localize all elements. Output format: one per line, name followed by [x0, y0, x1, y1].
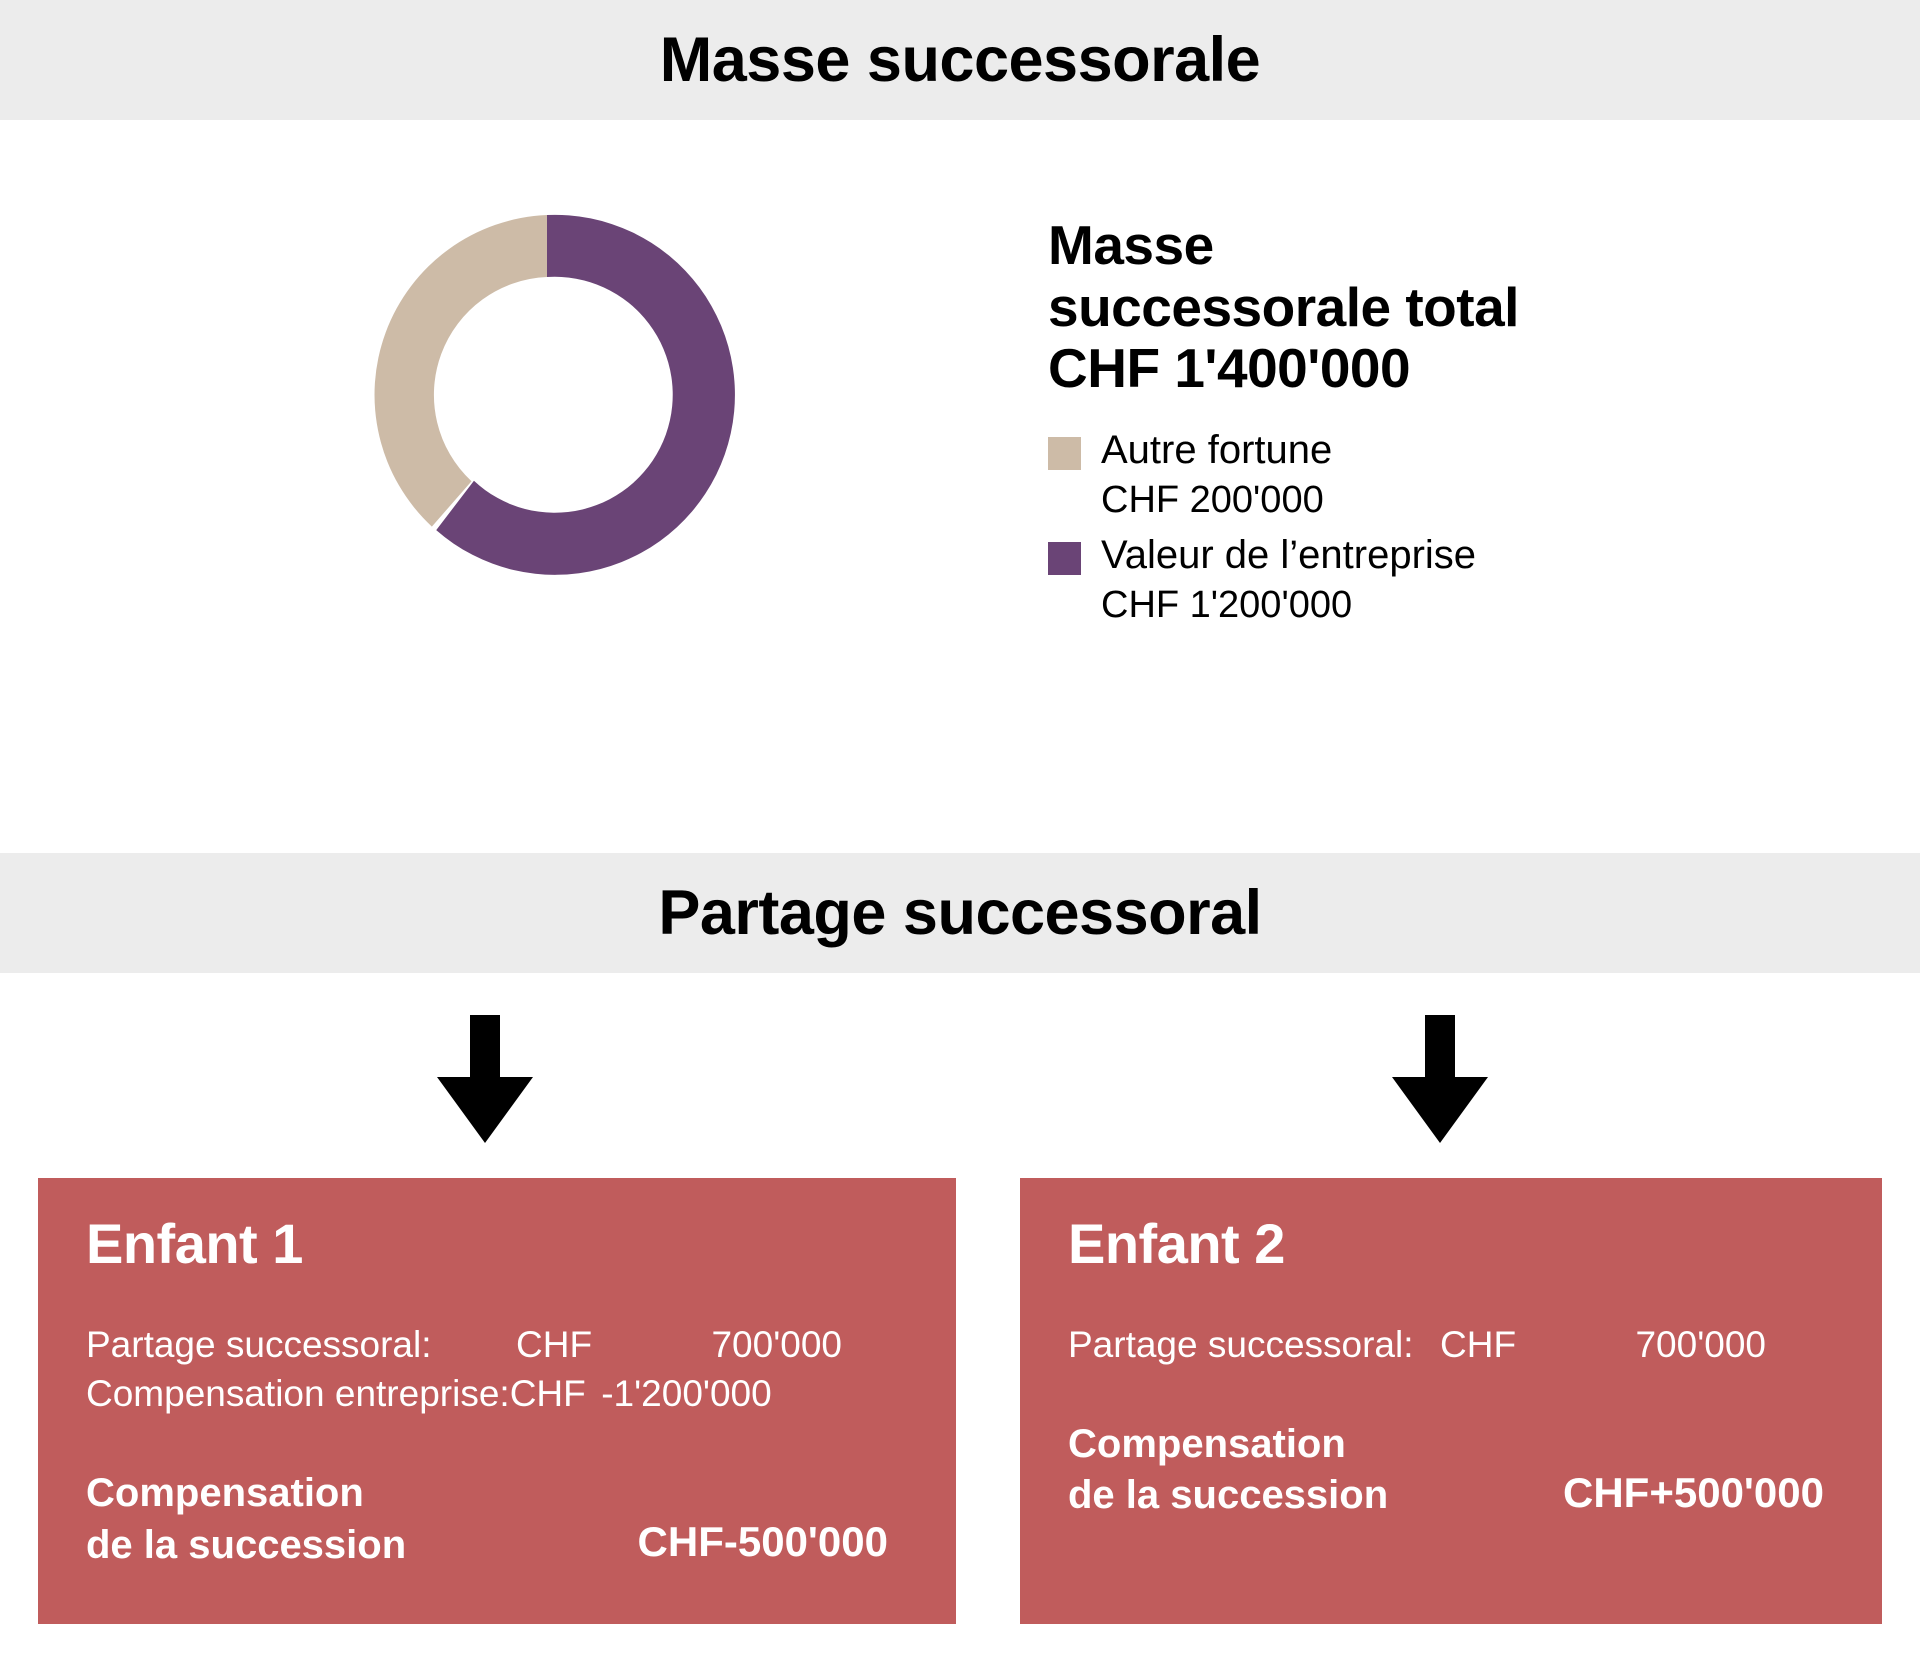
- legend-item-autre-fortune: Autre fortune CHF 200'000: [1048, 425, 1808, 525]
- legend-label-autre-fortune: Autre fortune: [1101, 427, 1333, 472]
- card-enfant-2-details: Partage successoral: CHF 700'000: [1068, 1320, 1838, 1369]
- card-enfant-2-row-partage-currency: CHF: [1440, 1324, 1517, 1365]
- card-enfant-2-total: Compensation de la succession CHF+500'00…: [1068, 1419, 1838, 1521]
- card-enfant-1-total-amount: CHF-500'000: [637, 1518, 888, 1566]
- card-enfant-2-row-partage-label: Partage successoral:: [1068, 1324, 1414, 1365]
- card-enfant-2-title: Enfant 2: [1068, 1212, 1285, 1275]
- card-enfant-2-total-label: Compensation de la succession: [1068, 1422, 1389, 1518]
- donut-chart-svg: [374, 214, 735, 575]
- card-enfant-2-row-partage: Partage successoral: CHF 700'000: [1068, 1320, 1838, 1369]
- arrow-down-icon-enfant-1-svg: [437, 1015, 533, 1143]
- legend-swatch-autre-fortune-icon: [1048, 436, 1081, 470]
- card-enfant-1-row-compensation-entreprise-value: -1'200'000: [601, 1373, 772, 1415]
- legend-item-valeur-entreprise: Valeur de l’entreprise CHF 1'200'000: [1048, 530, 1808, 630]
- donut-slice-valeur-entreprise: [436, 214, 735, 575]
- arrow-down-icon-enfant-2-svg: [1392, 1015, 1488, 1143]
- card-enfant-1-total-label: Compensation de la succession: [86, 1471, 407, 1567]
- card-enfant-1-row-compensation-entreprise-label: Compensation entreprise:: [86, 1373, 510, 1415]
- card-enfant-2: Enfant 2 Partage successoral: CHF 700'00…: [1020, 1178, 1882, 1624]
- legend-swatch-valeur-entreprise-icon: [1048, 541, 1081, 575]
- card-enfant-1-title: Enfant 1: [86, 1212, 303, 1275]
- section-header-masse-successorale: Masse successorale: [0, 0, 1920, 120]
- legend-amount-autre-fortune: CHF 200'000: [1101, 478, 1324, 521]
- section-header-partage-successoral: Partage successoral: [0, 853, 1920, 973]
- card-enfant-1-details: Partage successoral: CHF 700'000 Compens…: [86, 1320, 912, 1418]
- donut-slice-autre-fortune: [374, 215, 547, 527]
- legend-amount-valeur-entreprise: CHF 1'200'000: [1101, 583, 1353, 626]
- donut-chart: [357, 205, 737, 585]
- arrow-down-icon-enfant-1: [437, 1015, 533, 1143]
- section-title-partage-successoral: Partage successoral: [658, 877, 1262, 948]
- legend-item-autre-fortune-texts: Autre fortune CHF 200'000: [1101, 425, 1332, 525]
- card-enfant-1-total: Compensation de la succession CHF-500'00…: [86, 1468, 912, 1570]
- legend-item-valeur-entreprise-texts: Valeur de l’entreprise CHF 1'200'000: [1101, 530, 1476, 630]
- chart-legend: Autre fortune CHF 200'000 Valeur de l’en…: [1048, 425, 1808, 630]
- legend-label-valeur-entreprise: Valeur de l’entreprise: [1101, 532, 1477, 577]
- arrow-down-icon-enfant-2: [1392, 1015, 1488, 1143]
- card-enfant-2-total-amount: CHF+500'000: [1563, 1468, 1824, 1516]
- card-enfant-1-row-partage: Partage successoral: CHF 700'000: [86, 1320, 912, 1369]
- card-enfant-2-row-partage-value: 700'000: [1635, 1324, 1766, 1365]
- card-enfant-1-row-partage-currency: CHF: [516, 1324, 593, 1365]
- card-enfant-1-row-compensation-entreprise: Compensation entreprise: CHF -1'200'000: [86, 1369, 912, 1418]
- card-enfant-1-row-partage-label: Partage successoral:: [86, 1324, 432, 1365]
- card-enfant-1-row-compensation-entreprise-currency: CHF: [509, 1373, 586, 1415]
- card-enfant-1-row-partage-value: 700'000: [711, 1324, 842, 1365]
- section-title-masse-successorale: Masse successorale: [659, 24, 1261, 95]
- card-enfant-1: Enfant 1 Partage successoral: CHF 700'00…: [38, 1178, 956, 1624]
- masse-summary: Masse successorale total CHF 1'400'000 A…: [1048, 214, 1808, 634]
- masse-total-title: Masse successorale total CHF 1'400'000: [1048, 214, 1519, 400]
